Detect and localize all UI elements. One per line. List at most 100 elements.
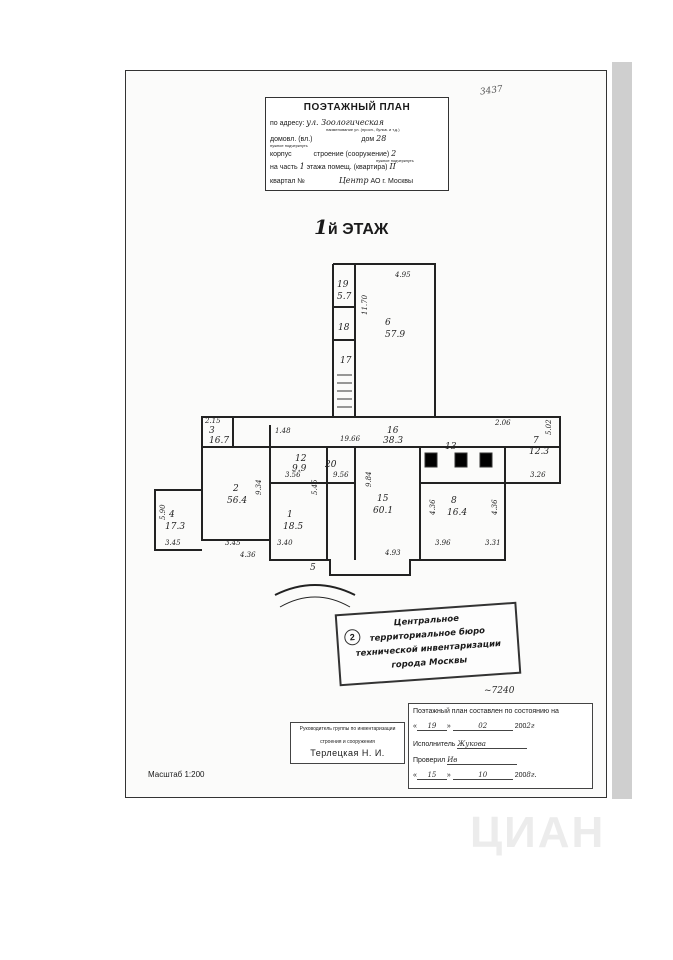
room-area: 18.5 bbox=[283, 522, 303, 532]
state-month: 02 bbox=[452, 722, 513, 731]
floor-suffix: й bbox=[327, 221, 338, 238]
room-label: 5 bbox=[310, 563, 316, 573]
room-label: 15 bbox=[377, 494, 389, 504]
room-label: 1 bbox=[287, 510, 293, 520]
head-stamp-line: строения и сооружения bbox=[320, 739, 375, 745]
room-label: 12 bbox=[295, 454, 307, 464]
dimension: 4.95 bbox=[394, 271, 411, 279]
dimension: 19.66 bbox=[340, 435, 361, 443]
title-block: ПОЭТАЖНЫЙ ПЛАН по адресу: ул. Зоологичес… bbox=[265, 97, 449, 191]
state-date-row: «19» 02 2002г bbox=[413, 722, 535, 731]
dimension: 3.31 bbox=[485, 539, 501, 547]
kvartal-label: квартал № bbox=[270, 178, 305, 185]
head-stamp-line: Руководитель группы по инвентаризации bbox=[299, 726, 396, 732]
dimension: 4.36 bbox=[239, 551, 256, 559]
floor-plan: 19 5.7 18 17 6 57.9 16 38.3 3 16.7 2 56.… bbox=[154, 263, 561, 608]
building-label: строение (сооружение) bbox=[313, 151, 390, 158]
checked-day: 15 bbox=[416, 771, 447, 780]
room-label: 20 bbox=[324, 460, 337, 470]
checked-row: Проверил Ив bbox=[413, 756, 518, 765]
kvartal-value: Центр bbox=[338, 176, 369, 185]
dimension: 4.36 bbox=[491, 499, 499, 516]
address-hint: наименование ул. (просп., бульв. и т.д.) bbox=[326, 127, 400, 132]
house-label: домовл. (вл.) bbox=[270, 136, 313, 143]
dimension: 9.34 bbox=[255, 479, 263, 495]
room-label: 18 bbox=[338, 323, 350, 333]
building-hint: нужное подчеркнуть bbox=[376, 158, 414, 163]
part-row: на часть 1 этажа помещ. (квартира) II bbox=[270, 162, 396, 171]
entrance-steps-inner bbox=[279, 596, 351, 608]
room-label: 2 bbox=[232, 484, 239, 494]
dimension: 3.40 bbox=[277, 539, 293, 547]
house-row: домовл. (вл.) дом 28 bbox=[270, 134, 386, 143]
floor-heading: 1й ЭТАЖ bbox=[314, 215, 388, 239]
room-label: 17 bbox=[340, 356, 352, 366]
room-area: 60.1 bbox=[373, 506, 393, 516]
executor-row: Исполнитель Жукова bbox=[413, 740, 528, 749]
watermark: ЦИАН bbox=[470, 808, 606, 857]
room-area: 56.4 bbox=[227, 496, 247, 506]
scan-edge-strip bbox=[612, 62, 632, 799]
bti-stamp: 2 Центральное территориальное бюро техни… bbox=[334, 601, 522, 687]
dimension: 2.15 bbox=[204, 417, 221, 425]
room-area: 38.3 bbox=[383, 436, 403, 446]
dimension: 11.70 bbox=[361, 294, 369, 315]
room-area: 57.9 bbox=[385, 330, 405, 340]
address-value: ул. Зоологическая bbox=[306, 118, 384, 127]
executor-label: Исполнитель bbox=[413, 741, 456, 748]
city-label: АО г. Москвы bbox=[370, 178, 414, 185]
dimension: 1.48 bbox=[275, 427, 291, 435]
dimension: 4.36 bbox=[429, 499, 437, 516]
dimension: 4.93 bbox=[384, 549, 401, 557]
room-label: 19 bbox=[337, 280, 349, 290]
checked-year-suffix: 8г. bbox=[526, 771, 537, 779]
house-hint: нужное подчеркнуть bbox=[270, 143, 308, 148]
executor-signature: Жукова bbox=[457, 740, 528, 749]
dimension: 5.90 bbox=[159, 504, 167, 520]
house-value: 28 bbox=[376, 134, 387, 143]
head-stamp-name: Терлецкая Н. И. bbox=[310, 748, 385, 758]
room-label: 8 bbox=[451, 496, 457, 506]
room-area: 5.7 bbox=[337, 292, 352, 302]
room-area: 17.3 bbox=[165, 522, 185, 532]
address-label: по адресу: bbox=[270, 120, 305, 127]
room-label: 3 bbox=[209, 426, 215, 436]
room-area: 16.7 bbox=[209, 436, 229, 446]
room-label: 16 bbox=[387, 426, 399, 436]
state-block: Поэтажный план составлен по состоянию на… bbox=[408, 703, 593, 789]
checked-month: 10 bbox=[452, 771, 513, 780]
head-stamp: Руководитель группы по инвентаризации ст… bbox=[290, 722, 405, 764]
house-number-label: дом bbox=[361, 136, 375, 143]
checked-label: Проверил bbox=[413, 757, 446, 764]
checked-signature: Ив bbox=[447, 756, 518, 765]
scale-label: Масштаб 1:200 bbox=[148, 770, 205, 779]
part-label: на часть bbox=[270, 164, 298, 171]
dimension: 3.45 bbox=[225, 539, 241, 547]
checked-year-prefix: 200 bbox=[514, 772, 527, 779]
dimension: 2.06 bbox=[494, 419, 511, 427]
dimension: 3.45 bbox=[165, 539, 181, 547]
dimension: 9.56 bbox=[333, 471, 349, 479]
floor-roman: II bbox=[389, 162, 396, 171]
wall-north-wing bbox=[333, 263, 436, 417]
dimension: 5.02 bbox=[545, 419, 553, 435]
dimension: 3.96 bbox=[435, 539, 451, 547]
handwritten-number: ~7240 bbox=[484, 686, 515, 696]
checked-date-row: «15» 10 2008г. bbox=[413, 771, 537, 780]
room-area: 12.3 bbox=[529, 447, 549, 457]
toilet-fixture bbox=[479, 452, 493, 468]
state-day: 19 bbox=[416, 722, 447, 731]
building-row: корпус строение (сооружение) 2 bbox=[270, 149, 396, 158]
room-label: 6 bbox=[385, 318, 391, 328]
part-value: 1 bbox=[299, 162, 305, 171]
room-area: 16.4 bbox=[447, 508, 467, 518]
dimension: 3.26 bbox=[530, 471, 546, 479]
floor-number: 1 bbox=[314, 215, 328, 239]
floor-label: ЭТАЖ bbox=[342, 221, 389, 238]
building-value: 2 bbox=[391, 149, 397, 158]
entrance-steps bbox=[274, 584, 356, 596]
state-title: Поэтажный план составлен по состоянию на bbox=[413, 708, 559, 715]
room-label: 7 bbox=[533, 436, 539, 446]
room-label: 4 bbox=[168, 510, 175, 520]
dimension: 5.45 bbox=[311, 479, 319, 495]
